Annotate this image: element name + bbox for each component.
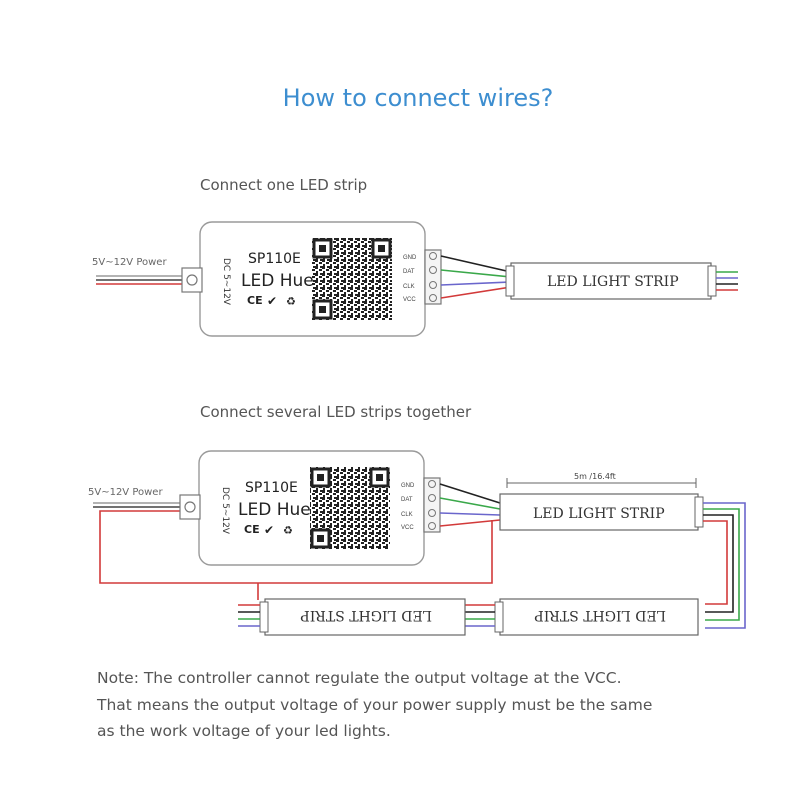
led-strip-c: LED LIGHT STRIP (494, 598, 699, 636)
recycle-icon-2: ♻ (283, 525, 293, 537)
controller-pin-dat-2: DAT (401, 497, 413, 503)
diagram-several-strips: 5V~12V Power DC 5~12V SP110E LED Hue CE … (88, 450, 746, 636)
strip-a-label: LED LIGHT STRIP (533, 506, 665, 522)
controller-to-strip-wires (439, 483, 501, 527)
controller-voltage: DC 5~12V (221, 258, 231, 306)
note-line: That means the output voltage of your po… (97, 695, 653, 714)
controller-model-2: SP110E (245, 480, 298, 496)
qr-code-2 (310, 467, 390, 549)
power-wires-2 (93, 502, 493, 600)
controller-voltage-2: DC 5~12V (220, 487, 230, 535)
controller-pin-dat: DAT (403, 269, 415, 275)
bridge-wires (465, 604, 495, 627)
note-text: Note: The controller cannot regulate the… (97, 665, 797, 745)
length-dimension: 5m /16.4ft (506, 472, 697, 488)
power-label-2: 5V~12V Power (88, 487, 163, 498)
power-wires (96, 275, 188, 285)
strip-b-label: LED LIGHT STRIP (300, 607, 432, 623)
controller-model: SP110E (248, 251, 301, 267)
led-strip-b: LED LIGHT STRIP (238, 598, 466, 636)
loop-wires (703, 502, 746, 629)
note-line: Note: The controller cannot regulate the… (97, 669, 622, 687)
recycle-icon: ♻ (286, 296, 296, 308)
controller-pin-clk: CLK (403, 284, 415, 290)
led-strip-a: LED LIGHT STRIP (499, 493, 704, 531)
controller-2: DC 5~12V SP110E LED Hue CE ✔ ♻ GND DAT C… (179, 450, 441, 566)
output-wires (440, 255, 512, 299)
ce-mark: CE (247, 294, 263, 307)
check-icon-2: ✔ (264, 523, 274, 537)
ce-mark-2: CE (244, 523, 260, 536)
controller-brand-2: LED Hue (238, 500, 311, 520)
led-strip: LED LIGHT STRIP (505, 262, 738, 300)
page-title: How to connect wires? (282, 84, 554, 112)
length-label: 5m /16.4ft (574, 472, 616, 481)
controller-pin-vcc-2: VCC (401, 525, 414, 531)
controller-pin-gnd: GND (403, 255, 417, 261)
power-label: 5V~12V Power (92, 257, 167, 268)
controller-brand: LED Hue (241, 271, 314, 291)
qr-code (312, 238, 392, 320)
controller: DC 5~12V SP110E LED Hue CE ✔ ♻ GND DAT C… (181, 221, 442, 337)
check-icon: ✔ (267, 294, 277, 308)
controller-pin-gnd-2: GND (401, 483, 415, 489)
diagram-one-strip: 5V~12V Power DC 5~12V SP110E LED Hue CE … (92, 221, 738, 337)
strip-label: LED LIGHT STRIP (547, 274, 679, 290)
note-line: as the work voltage of your led lights. (97, 722, 391, 740)
section-two-heading: Connect several LED strips together (200, 403, 472, 421)
strip-c-label: LED LIGHT STRIP (534, 607, 666, 623)
controller-pin-vcc: VCC (403, 297, 416, 303)
controller-pin-clk-2: CLK (401, 512, 413, 518)
section-one-heading: Connect one LED strip (200, 176, 368, 194)
